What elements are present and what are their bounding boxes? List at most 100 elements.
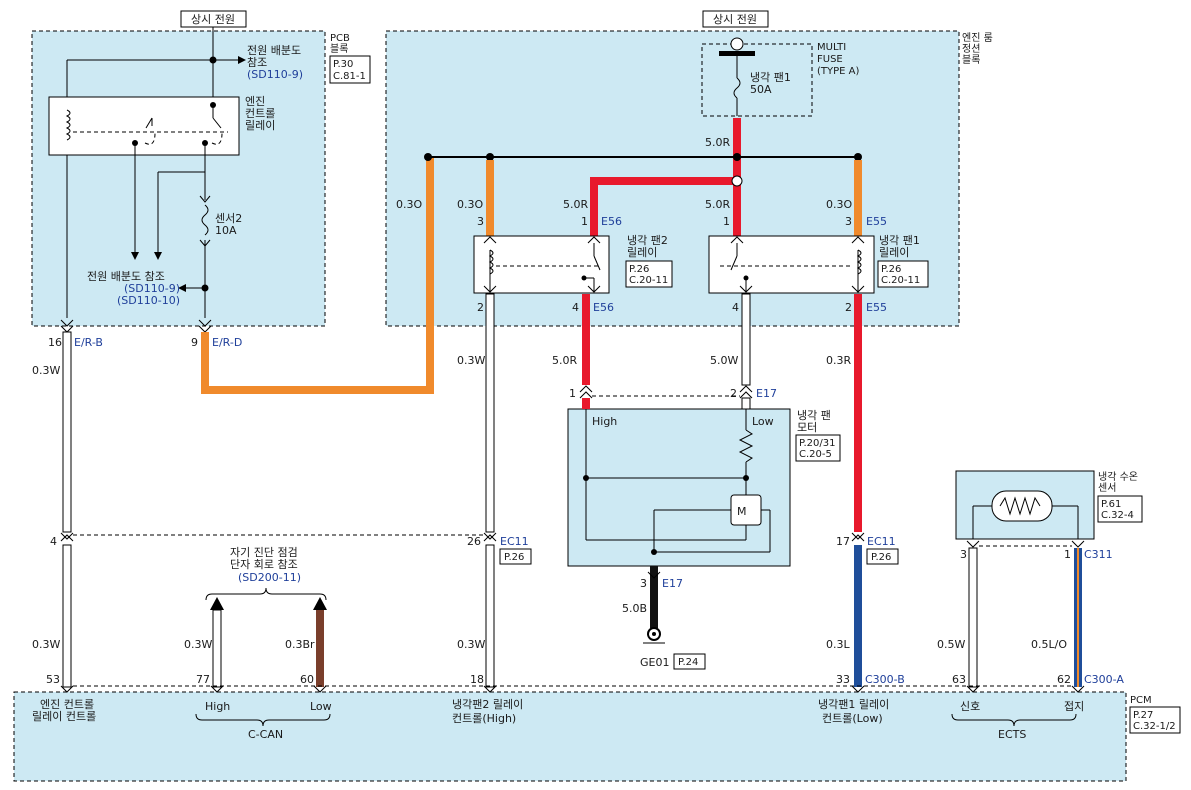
pcm-fan1-label2: 컨트롤(Low) (822, 712, 883, 725)
sensor2-amp: 10A (215, 224, 237, 237)
fan1-relay-switch-icon (730, 255, 738, 271)
pin-3s: 3 (960, 548, 967, 561)
arrow-up-icon-2 (313, 597, 327, 610)
er-block-label1: 엔진 룸 (962, 32, 993, 44)
multi-fuse-label2: FUSE (817, 54, 843, 65)
fan1-ref1: P.26 (881, 264, 901, 275)
conn-ec11a: EC11 (500, 535, 529, 548)
wire-label-50r-a: 5.0R (563, 198, 588, 211)
ects-ref1: P.61 (1101, 499, 1121, 510)
ground-name: GE01 (640, 656, 669, 669)
wire-label-50w-motor: 5.0W (710, 354, 738, 367)
relay-switch-icon (212, 117, 222, 129)
const-power-right-box (702, 10, 769, 28)
fan-fuse-name: 냉각 팬1 (750, 71, 791, 84)
relay-coil-icon (65, 109, 71, 141)
svg-text:M: M (737, 505, 747, 518)
pcb-ref2: C.81-1 (333, 71, 366, 82)
arrow-up-icon (210, 597, 224, 610)
fan2-relay-switch-icon (593, 255, 601, 271)
pcm-signal-label: 신호 (960, 700, 980, 713)
can-low-label: Low (310, 700, 332, 713)
wire-label-03o-a: 0.3O (396, 198, 422, 211)
pcb-ref-box (329, 55, 371, 84)
pcb-name: PCB (330, 33, 350, 44)
ects-sensor-label2: 센서 (1098, 482, 1116, 494)
sensor2-name: 센서2 (215, 212, 242, 225)
pin-53: 53 (46, 673, 60, 686)
pcm-ects-label: ECTS (998, 728, 1026, 741)
wire-03w-left (62, 331, 72, 533)
power-dist-ref2: 참조 (247, 56, 267, 69)
pin-16: 16 (48, 336, 62, 349)
pcm-ecr-label2: 릴레이 컨트롤 (32, 710, 96, 723)
wire-label-03w-mid2: 0.3W (457, 638, 485, 651)
pin-18: 18 (470, 673, 484, 686)
pin-9: 9 (191, 336, 198, 349)
pin-33: 33 (836, 673, 850, 686)
pcm-ground-label: 접지 (1064, 700, 1084, 713)
fan-motor-ref2: C.20-5 (799, 449, 832, 460)
ects-ref2: C.32-4 (1101, 510, 1134, 521)
er-block-label3: 블록 (962, 54, 980, 66)
ecr-label1: 엔진 (245, 95, 265, 108)
arrow-down-icon (131, 252, 139, 260)
arrow-right-icon (238, 56, 246, 64)
pin-1a: 1 (581, 215, 588, 228)
conn-e56b: E56 (593, 301, 614, 314)
wire-05w (968, 547, 978, 688)
wire-label-05w: 0.5W (937, 638, 965, 651)
wire-label-50r-top: 5.0R (705, 136, 730, 149)
fan1-relay-label1: 냉각 팬1 (879, 234, 920, 247)
wire-label-03w-left2: 0.3W (32, 638, 60, 651)
conn-ec11b-ref: P.26 (871, 552, 891, 563)
conn-c300a: C300-A (1084, 673, 1124, 686)
ground-ref: P.24 (678, 657, 698, 668)
pin-26: 26 (467, 535, 481, 548)
pin-1m: 1 (569, 387, 576, 400)
ects-brace (951, 713, 1077, 727)
pcm-ref1: P.27 (1133, 710, 1153, 721)
fan-motor-label2: 모터 (797, 421, 817, 434)
pin-4a: 4 (572, 301, 579, 314)
wire-03w-mid (485, 293, 495, 533)
self-diag-label1: 자기 진단 점검 (230, 546, 298, 559)
wire-label-50r-motor: 5.0R (552, 354, 577, 367)
conn-e55b: E55 (866, 301, 887, 314)
wire-50w-motor (741, 293, 751, 386)
power-dist-bottom-code2: (SD110-10) (117, 294, 180, 307)
self-diag-brace (205, 587, 327, 601)
pin-1s: 1 (1064, 548, 1071, 561)
wire-03w-mid2 (485, 544, 495, 688)
pcm-panel (13, 691, 1127, 782)
pin-77: 77 (196, 673, 210, 686)
pin-17: 17 (836, 535, 850, 548)
multi-fuse-icon (733, 77, 741, 99)
wire-label-03w-can: 0.3W (184, 638, 212, 651)
pcm-name: PCM (1130, 695, 1152, 706)
pin-4b: 4 (732, 301, 739, 314)
wire-label-03o-b: 0.3O (457, 198, 483, 211)
conn-ec11a-ref: P.26 (504, 552, 524, 563)
self-diag-code: (SD200-11) (238, 571, 301, 584)
can-name: C-CAN (248, 728, 283, 741)
conn-c300b: C300-B (865, 673, 905, 686)
arrow-down-icon-2 (154, 252, 162, 260)
ects-sensor-label1: 냉각 수온 (1098, 471, 1138, 483)
pin-2a: 2 (477, 301, 484, 314)
relay-switch-icon-2 (145, 117, 153, 129)
resistor-icon (738, 429, 754, 463)
pin-4-left: 4 (50, 535, 57, 548)
wire-label-03l: 0.3L (826, 638, 850, 651)
conn-e56a: E56 (601, 215, 622, 228)
pcm-ecr-label1: 엔진 컨트롤 (40, 698, 94, 711)
er-block-label2: 정션 (962, 43, 980, 55)
wire-50r-branch (590, 177, 737, 237)
conn-e17a: E17 (756, 387, 777, 400)
wire-label-03o-c: 0.3O (826, 198, 852, 211)
pin-1b: 1 (723, 215, 730, 228)
pcm-fan2-label2: 컨트롤(High) (452, 712, 516, 725)
conn-e-r-b: E/R-B (74, 336, 103, 349)
fan1-ref2: C.20-11 (881, 275, 920, 286)
pcb-block-panel (31, 30, 326, 327)
